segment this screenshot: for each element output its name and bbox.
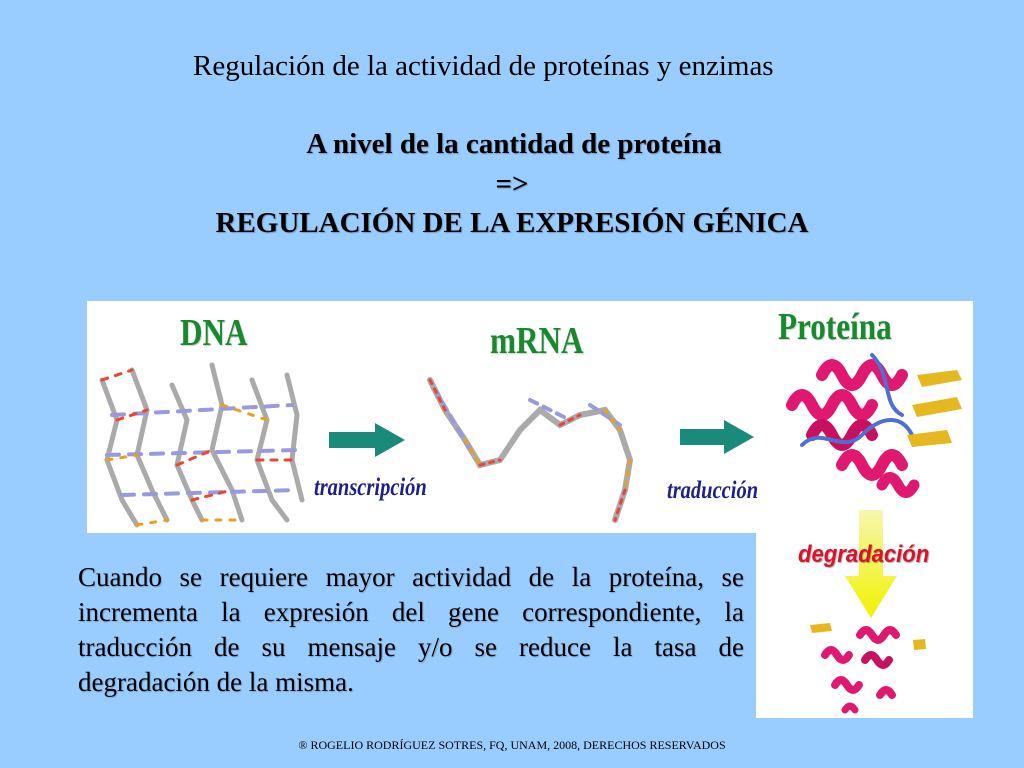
slide-title: Regulación de la actividad de proteínas … <box>193 50 774 82</box>
protein-structure-image <box>786 353 962 498</box>
degradation-label: degradación <box>798 541 930 568</box>
dna-label: DNA <box>180 312 248 354</box>
transcription-arrow-icon <box>329 423 405 457</box>
translation-label: traducción <box>667 477 759 504</box>
degradation-arrow-icon <box>845 510 897 618</box>
translation-arrow-icon <box>680 420 754 454</box>
heading-arrow: => <box>495 168 529 200</box>
protein-label: Proteína <box>778 306 892 348</box>
degraded-protein-image <box>810 623 926 714</box>
dna-molecule-image <box>99 362 305 528</box>
copyright-footer: ® ROGELIO RODRÍGUEZ SOTRES, FQ, UNAM, 20… <box>298 738 726 752</box>
mrna-molecule-image <box>427 377 634 523</box>
mrna-label: mRNA <box>490 320 584 362</box>
transcription-label: transcripción <box>314 474 427 501</box>
heading-line-1: A nivel de la cantidad de proteína <box>306 128 722 160</box>
explanation-paragraph: Cuando se requiere mayor actividad de la… <box>78 562 744 697</box>
heading-line-3: REGULACIÓN DE LA EXPRESIÓN GÉNICA <box>215 207 809 239</box>
